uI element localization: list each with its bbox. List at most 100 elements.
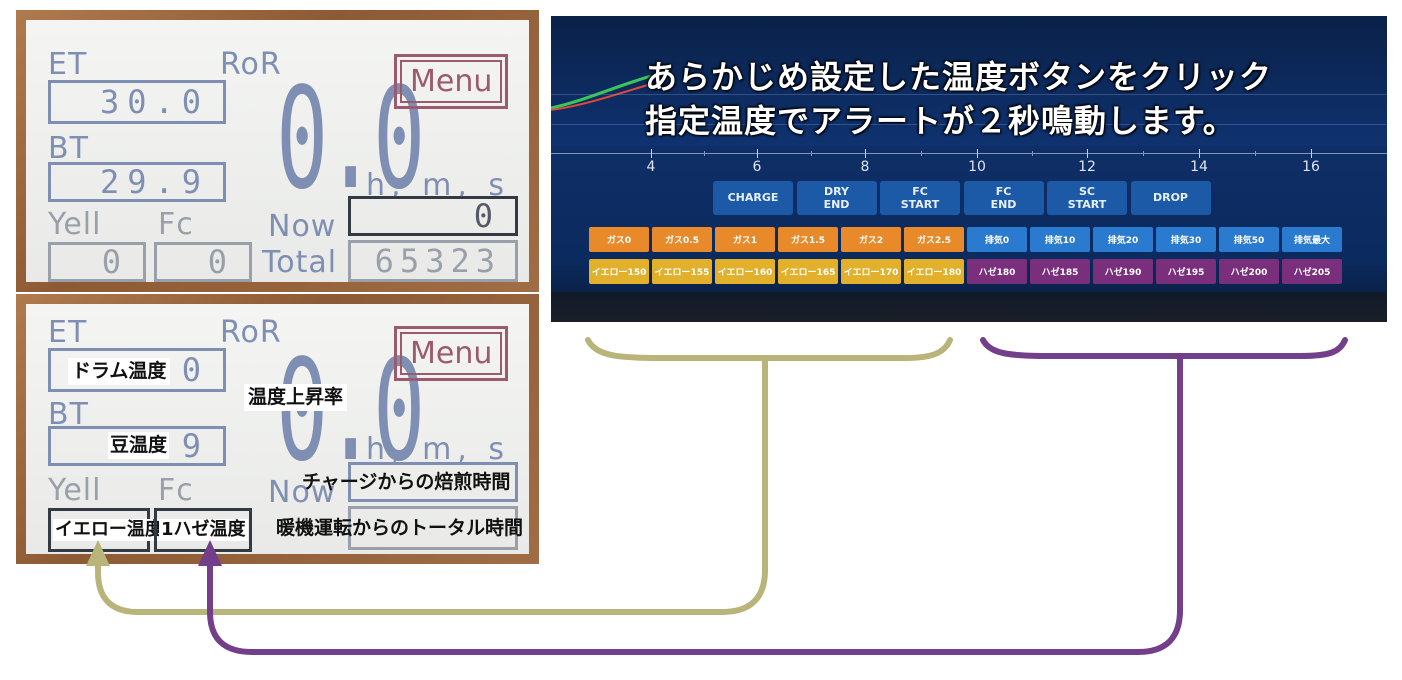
app-bottom-bar bbox=[551, 292, 1387, 322]
axis-tick-label: 16 bbox=[1302, 159, 1320, 175]
preset-button[interactable]: ハゼ205 bbox=[1282, 259, 1342, 284]
preset-button[interactable]: ハゼ200 bbox=[1219, 259, 1279, 284]
lcd-panel-bottom: ET 0 ドラム温度 RoR 0.0 温度上昇率 Menu BT 2 9 豆温度… bbox=[16, 294, 539, 564]
axis-tick bbox=[1087, 149, 1088, 158]
preset-button[interactable]: 排気最大 bbox=[1282, 227, 1342, 252]
event-button-sc-start[interactable]: SC START bbox=[1047, 181, 1127, 215]
headline-line-1: あらかじめ設定した温度ボタンをクリック bbox=[645, 58, 1273, 96]
event-button-charge[interactable]: CHARGE bbox=[713, 181, 793, 215]
menu-button[interactable]: Menu bbox=[394, 54, 509, 109]
axis-tick bbox=[651, 149, 652, 158]
charge-time-box bbox=[348, 462, 518, 502]
fc-value-box: 0 bbox=[154, 242, 252, 282]
bt-label: BT bbox=[48, 131, 89, 166]
axis-minor-tick bbox=[1255, 151, 1256, 156]
axis-tick-label: 14 bbox=[1190, 159, 1208, 175]
preset-button[interactable]: イエロー170 bbox=[841, 259, 901, 284]
event-button-drop[interactable]: DROP bbox=[1130, 181, 1211, 215]
axis-tick bbox=[865, 149, 866, 158]
lcd-panel-top: ET 30.0 RoR 0.0 Menu BT 29.9 h, m, s Yel… bbox=[16, 10, 539, 292]
preset-button[interactable]: イエロー180 bbox=[904, 259, 964, 284]
preset-button[interactable]: 排気0 bbox=[967, 227, 1027, 252]
event-button-dry-end[interactable]: DRY END bbox=[796, 181, 877, 215]
et-value: 30.0 bbox=[99, 83, 209, 121]
preset-button[interactable]: ガス2.5 bbox=[904, 227, 964, 252]
temperature-curve bbox=[551, 74, 652, 111]
preset-button[interactable]: ハゼ185 bbox=[1030, 259, 1090, 284]
preset-button[interactable]: ハゼ195 bbox=[1156, 259, 1216, 284]
fc-label: Fc bbox=[158, 207, 194, 242]
preset-button[interactable]: ハゼ180 bbox=[967, 259, 1027, 284]
time-axis bbox=[551, 153, 1387, 154]
preset-button[interactable]: イエロー150 bbox=[589, 259, 649, 284]
preset-button[interactable]: イエロー155 bbox=[652, 259, 712, 284]
menu-button[interactable]: Menu bbox=[394, 326, 509, 381]
event-button-fc-start[interactable]: FC START bbox=[880, 181, 960, 215]
preset-button[interactable]: 排気30 bbox=[1156, 227, 1216, 252]
drum-value-box: 0 bbox=[48, 348, 226, 392]
drum-value: 0 bbox=[181, 351, 209, 389]
event-button-fc-end[interactable]: FC END bbox=[963, 181, 1044, 215]
axis-minor-tick bbox=[811, 151, 812, 156]
now-value-box: 0 bbox=[348, 196, 518, 236]
grid-line bbox=[551, 124, 1387, 125]
axis-minor-tick bbox=[921, 151, 922, 156]
preset-button[interactable]: ガス2 bbox=[841, 227, 901, 252]
yell-label: Yell bbox=[48, 207, 102, 242]
yell-value: 0 bbox=[101, 243, 129, 281]
axis-minor-tick bbox=[1143, 151, 1144, 156]
axis-tick-label: 12 bbox=[1078, 159, 1096, 175]
menu-button-label: Menu bbox=[400, 60, 503, 103]
et-value-box: 30.0 bbox=[48, 80, 226, 124]
preset-button[interactable]: ガス0 bbox=[589, 227, 649, 252]
preset-button[interactable]: 排気50 bbox=[1219, 227, 1279, 252]
ror-label: RoR bbox=[220, 47, 282, 82]
ror-rate-annotation: 温度上昇率 bbox=[244, 384, 348, 411]
preset-button[interactable]: ガス1.5 bbox=[778, 227, 838, 252]
preset-button[interactable]: イエロー160 bbox=[715, 259, 775, 284]
purple-arrow-line bbox=[207, 356, 1183, 655]
axis-tick-label: 8 bbox=[860, 159, 870, 175]
total-value-box: 65323 bbox=[348, 240, 518, 282]
bean-temp-annotation: 豆温度 bbox=[108, 432, 170, 459]
axis-tick bbox=[1199, 149, 1200, 158]
grid-line bbox=[551, 94, 1387, 95]
preset-button[interactable]: ハゼ190 bbox=[1093, 259, 1153, 284]
axis-tick-label: 6 bbox=[752, 159, 762, 175]
yell-label: Yell bbox=[48, 473, 102, 508]
preset-button[interactable]: イエロー165 bbox=[778, 259, 838, 284]
total-time-box bbox=[348, 506, 518, 550]
preset-button[interactable]: ガス0.5 bbox=[652, 227, 712, 252]
first-crack-temp-box: 1ハゼ温度 bbox=[154, 508, 252, 552]
total-label: Total bbox=[262, 245, 338, 280]
first-crack-temp-annotation: 1ハゼ温度 bbox=[159, 519, 248, 541]
yellow-arrow-line bbox=[95, 358, 768, 615]
fc-label: Fc bbox=[158, 473, 194, 508]
bt-label: BT bbox=[48, 397, 89, 432]
preset-button[interactable]: 排気20 bbox=[1093, 227, 1153, 252]
axis-tick-label: 10 bbox=[968, 159, 986, 175]
preset-button[interactable]: ガス1 bbox=[715, 227, 775, 252]
axis-minor-tick bbox=[704, 151, 705, 156]
axis-tick bbox=[1311, 149, 1312, 158]
et-label: ET bbox=[48, 47, 88, 82]
hms-label: h, m, s bbox=[366, 432, 511, 467]
bean-value-right: 9 bbox=[181, 427, 209, 465]
et-label: ET bbox=[48, 315, 88, 350]
lcd-screen-bottom: ET 0 ドラム温度 RoR 0.0 温度上昇率 Menu BT 2 9 豆温度… bbox=[26, 304, 529, 554]
axis-tick bbox=[757, 149, 758, 158]
total-value: 65323 bbox=[374, 242, 501, 280]
headline-line-2: 指定温度でアラートが２秒鳴動します。 bbox=[645, 102, 1236, 140]
yellow-bracket bbox=[585, 337, 953, 361]
axis-tick-label: 4 bbox=[646, 159, 656, 175]
bt-value-box: 29.9 bbox=[48, 162, 226, 202]
axis-tick bbox=[977, 149, 978, 158]
ror-label: RoR bbox=[220, 315, 282, 350]
now-label: Now bbox=[268, 209, 337, 244]
artisan-app-screenshot: あらかじめ設定した温度ボタンをクリック 指定温度でアラートが２秒鳴動します。 4… bbox=[551, 16, 1387, 322]
drum-temp-annotation: ドラム温度 bbox=[68, 358, 171, 385]
preset-button[interactable]: 排気10 bbox=[1030, 227, 1090, 252]
now-value: 0 bbox=[473, 197, 501, 235]
yell-value-box: 0 bbox=[48, 242, 146, 282]
